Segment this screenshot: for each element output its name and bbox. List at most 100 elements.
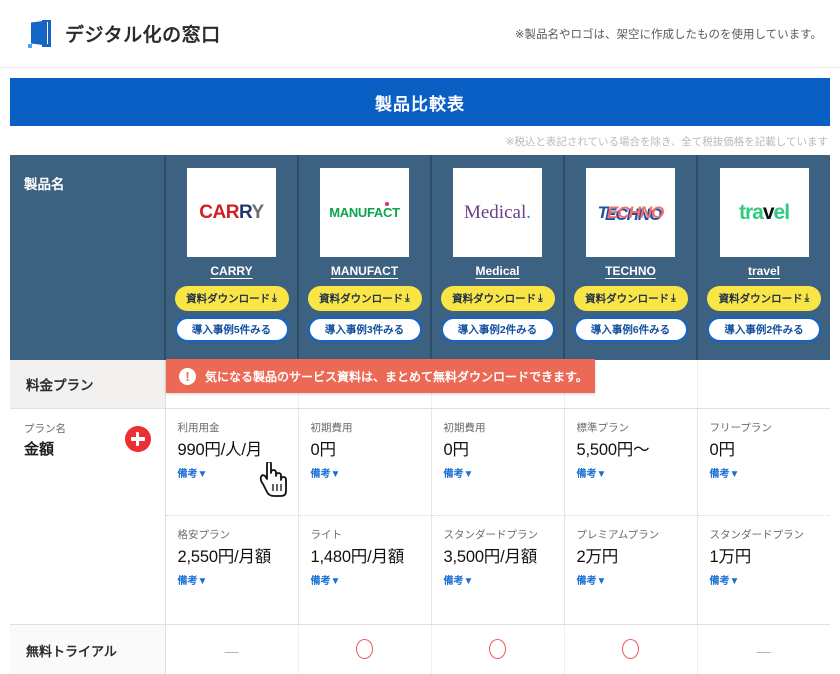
pointing-hand-cursor [259,462,287,497]
price-note-toggle[interactable]: 備考▼ [443,469,474,480]
price-plan-name: 利用用金 [177,422,220,434]
price-entry: スタンダードプラン 1万円 備考▼ [698,516,831,624]
price-plan-name: 標準プラン [576,422,630,434]
door-window-icon [28,19,54,49]
price-entry: ライト 1,480円/月額 備考▼ [299,516,431,624]
manufact-logo: MANUFACT [320,168,409,257]
trial-cell-travel: — [697,624,830,674]
price-amount: 990円/人/月 [177,441,263,459]
price-note-toggle[interactable]: 備考▼ [576,576,607,587]
price-plan-name: 初期費用 [443,422,486,434]
product-comparison-table: 製品名 CARRY CARRY 資料ダウンロード⤓ 導入事例5件みる MANUF… [10,155,830,674]
page-title: 製品比較表 [375,94,465,114]
price-entry: フリープラン 0円 備考▼ [697,409,830,516]
top-header-bar: デジタル化の窓口 ※製品名やロゴは、架空に作成したものを使用しています。 [0,0,840,68]
price-amount: 2万円 [576,548,619,566]
price-entry: プレミアムプラン 2万円 備考▼ [565,516,697,624]
download-icon: ⤓ [538,292,543,304]
price-cell-carry: 利用用金 990円/人/月 備考▼ 格安プラン 2,550円/月額 備考▼ [165,408,299,625]
product-name-link[interactable]: Medical [475,264,520,278]
banner-message: 気になる製品のサービス資料は、まとめて無料ダウンロードできます。 [205,369,588,384]
product-column-medical: Medical. Medical 資料ダウンロード⤓ 導入事例2件みる [431,155,565,360]
download-icon: ⤓ [671,292,676,304]
download-icon: ⤓ [272,292,277,304]
dash-mark: — [756,642,771,659]
product-name-link[interactable]: CARRY [210,264,253,278]
plan-label-small: プラン名 [24,423,66,435]
price-note-toggle[interactable]: 備考▼ [310,576,341,587]
price-amount: 1万円 [709,548,752,566]
site-logo[interactable]: デジタル化の窓口 [28,19,221,49]
price-entry: 利用用金 990円/人/月 備考▼ [165,409,298,516]
trial-cell-manufact [298,624,432,674]
price-entry: 格安プラン 2,550円/月額 備考▼ [166,516,298,624]
download-button-label: 資料ダウンロード [718,293,803,305]
site-logo-text: デジタル化の窓口 [65,25,221,46]
product-name-link[interactable]: TECHNO [605,264,656,278]
product-column-carry: CARRY CARRY 資料ダウンロード⤓ 導入事例5件みる [165,155,299,360]
carry-logo: CARRY [187,168,276,257]
price-amount: 0円 [443,441,469,459]
price-entry: 初期費用 0円 備考▼ [431,409,564,516]
trial-cell-techno [564,624,698,674]
case-study-button[interactable]: 導入事例6件みる [573,317,688,342]
price-note-toggle[interactable]: 備考▼ [177,576,208,587]
price-note-toggle[interactable]: 備考▼ [576,469,607,480]
free-download-banner[interactable]: ! 気になる製品のサービス資料は、まとめて無料ダウンロードできます。 [166,359,595,393]
download-button[interactable]: 資料ダウンロード⤓ [307,286,422,311]
price-plan-name: スタンダードプラン [443,529,539,541]
download-button[interactable]: 資料ダウンロード⤓ [440,286,555,311]
travel-logo: travel [719,168,809,257]
price-amount: 3,500円/月額 [443,548,538,566]
comparison-table-zone: 製品名 CARRY CARRY 資料ダウンロード⤓ 導入事例5件みる MANUF… [0,155,840,674]
price-plan-name: スタンダードプラン [709,529,805,541]
price-cell-manufact: 初期費用 0円 備考▼ ライト 1,480円/月額 備考▼ [298,408,432,625]
dash-mark: — [224,642,239,659]
price-note-toggle[interactable]: 備考▼ [177,469,208,480]
trial-cell-medical [431,624,565,674]
price-amount: 1,480円/月額 [310,548,405,566]
price-note-toggle[interactable]: 備考▼ [310,469,341,480]
product-name-header: 製品名 [10,155,166,360]
page-title-band: 製品比較表 [10,78,830,126]
product-name-link[interactable]: travel [747,264,781,278]
download-button-label: 資料ダウンロード [186,293,271,305]
price-plan-name: 初期費用 [310,422,353,434]
price-cell-techno: 標準プラン 5,500円〜 備考▼ プレミアムプラン 2万円 備考▼ [564,408,698,625]
price-plan-name: 格安プラン [177,529,231,541]
trial-label: 無料トライアル [10,624,166,674]
price-amount: 0円 [709,441,735,459]
download-button[interactable]: 資料ダウンロード⤓ [174,286,289,311]
price-note-toggle[interactable]: 備考▼ [709,469,740,480]
download-button-label: 資料ダウンロード [585,293,670,305]
case-study-button[interactable]: 導入事例2件みる [707,317,821,342]
product-name-link[interactable]: MANUFACT [330,264,399,278]
price-entry: 標準プラン 5,500円〜 備考▼ [564,409,697,516]
techno-logo: TECHNO [586,168,675,257]
download-button[interactable]: 資料ダウンロード⤓ [707,286,821,311]
trial-cell-carry: — [165,624,299,674]
header-disclaimer: ※製品名やロゴは、架空に作成したものを使用しています。 [514,28,822,41]
price-cell-travel: フリープラン 0円 備考▼ スタンダードプラン 1万円 備考▼ [697,408,831,625]
plan-label-big: 金額 [24,441,55,458]
circle-icon [356,639,373,659]
plan-label-cell: プラン名 金額 [10,408,166,625]
circle-icon [489,639,506,659]
product-header-row: 製品名 CARRY CARRY 資料ダウンロード⤓ 導入事例5件みる MANUF… [10,155,830,360]
case-study-button[interactable]: 導入事例3件みる [307,317,422,342]
download-button[interactable]: 資料ダウンロード⤓ [573,286,688,311]
case-study-button[interactable]: 導入事例2件みる [440,317,555,342]
price-cell-medical: 初期費用 0円 備考▼ スタンダードプラン 3,500円/月額 備考▼ [431,408,565,625]
price-plan-name: プレミアムプラン [576,529,660,541]
price-note-toggle[interactable]: 備考▼ [443,576,474,587]
price-plan-name: ライト [310,529,343,541]
download-button-label: 資料ダウンロード [319,293,404,305]
download-icon: ⤓ [804,292,810,304]
case-study-button[interactable]: 導入事例5件みる [174,317,289,342]
price-entry: スタンダードプラン 3,500円/月額 備考▼ [432,516,564,624]
price-amount: 0円 [310,441,336,459]
price-amount: 2,550円/月額 [177,548,272,566]
add-plan-button[interactable] [124,426,151,452]
price-note-toggle[interactable]: 備考▼ [709,576,740,587]
exclamation-icon: ! [179,367,196,385]
